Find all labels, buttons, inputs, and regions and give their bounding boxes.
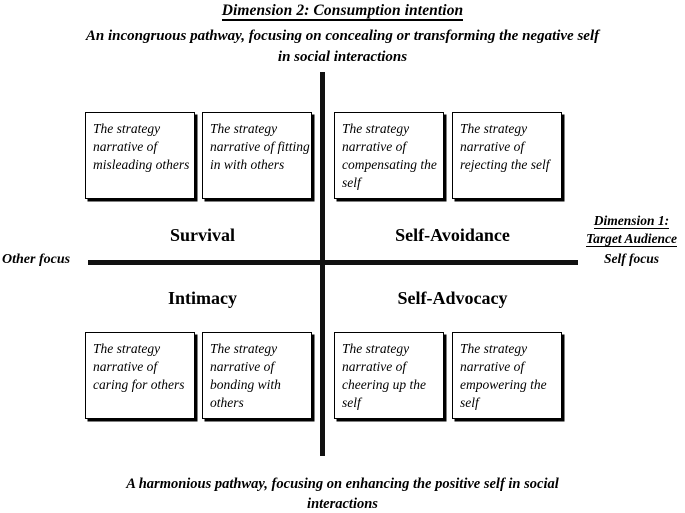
strategy-box: The strategy narrative of caring for oth…: [85, 332, 195, 419]
strategy-box: The strategy narrative of bonding with o…: [202, 332, 312, 419]
quadrant-label-intimacy: Intimacy: [168, 288, 237, 308]
dimension-1-title-line2: Target Audience: [586, 231, 677, 247]
quadrant-label-self-advocacy: Self-Advocacy: [397, 288, 508, 308]
dimension-2-title-text: Dimension 2: Consumption intention: [221, 2, 464, 21]
strategy-box: The strategy narrative of fitting in wit…: [202, 112, 312, 199]
strategy-box: The strategy narrative of misleading oth…: [85, 112, 195, 199]
strategy-box: The strategy narrative of compensating t…: [334, 112, 444, 199]
incongruous-pathway-caption: An incongruous pathway, focusing on conc…: [85, 28, 600, 65]
dimension-1-label-group: Dimension 1: Target Audience Self focus: [578, 212, 685, 268]
harmonious-pathway-caption: A harmonious pathway, focusing on enhanc…: [126, 476, 559, 512]
strategy-box: The strategy narrative of cheering up th…: [334, 332, 444, 419]
quadrant-label-self-avoidance: Self-Avoidance: [395, 225, 510, 245]
dimension-1-title-line1: Dimension 1:: [593, 213, 670, 229]
strategy-box: The strategy narrative of empowering the…: [452, 332, 562, 419]
axis-label-other-focus: Other focus: [2, 252, 71, 267]
horizontal-axis: [88, 260, 578, 265]
quadrant-label-survival: Survival: [169, 225, 235, 245]
axis-label-self-focus: Self focus: [603, 251, 660, 266]
dimension-2-title: Dimension 2: Consumption intention: [0, 2, 685, 21]
strategy-box: The strategy narrative of rejecting the …: [452, 112, 562, 199]
